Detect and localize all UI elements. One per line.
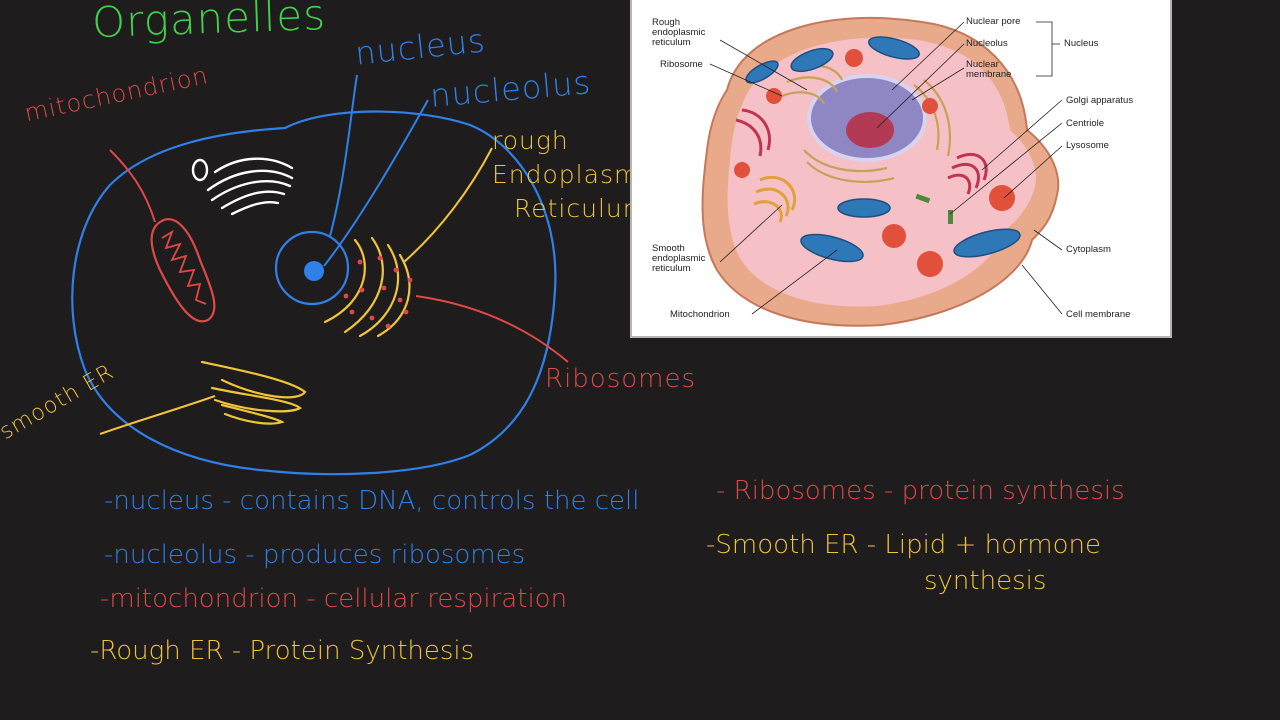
ref-label-centriole: Centriole — [1066, 118, 1105, 129]
note-smooth-er-cont: synthesis — [924, 566, 1047, 596]
reference-cell-illustration — [701, 16, 1063, 327]
label-rough-er-line1: rough — [492, 126, 569, 155]
rough-er-sketch — [323, 236, 411, 338]
label-rough-er-line3: Reticulum — [514, 194, 649, 223]
note-nucleus: -nucleus - contains DNA, controls the ce… — [104, 486, 640, 516]
golgi-sketch — [191, 157, 294, 216]
nucleolus-sketch — [304, 261, 324, 281]
ref-label-nucleus: Nucleus — [1064, 38, 1099, 49]
ref-label-nucleolus: Nucleolus — [966, 38, 1008, 49]
cell-membrane-sketch — [71, 110, 557, 476]
nucleolus-pointer — [323, 99, 429, 267]
rough-er-pointer — [403, 147, 493, 263]
reference-cell-diagram: Rough endoplasmic reticulum Ribosome Smo… — [632, 0, 1170, 336]
smooth-er-pointer — [99, 395, 216, 435]
ref-label-ribosome: Ribosome — [660, 59, 703, 70]
nucleus-sketch — [274, 230, 350, 306]
mitochondrion-pointer — [109, 149, 156, 223]
ribosome-dots-sketch — [343, 255, 413, 329]
mitochondrion-cristae — [161, 229, 207, 305]
ref-label-golgi: Golgi apparatus — [1066, 95, 1134, 106]
ref-label-nuclear-membrane: Nuclear membrane — [966, 59, 1012, 80]
ref-label-cell-membrane: Cell membrane — [1066, 309, 1131, 320]
page-title: Organelles — [91, 0, 327, 48]
ref-label-lysosome: Lysosome — [1066, 140, 1109, 151]
note-smooth-er: -Smooth ER - Lipid + hormone — [706, 530, 1101, 560]
note-ribosomes: - Ribosomes - protein synthesis — [716, 476, 1125, 506]
ribosomes-pointer — [415, 295, 569, 363]
note-nucleolus: -nucleolus - produces ribosomes — [104, 540, 526, 570]
ref-label-rough-er: Rough endoplasmic reticulum — [652, 17, 706, 48]
mitochondrion-sketch — [150, 218, 216, 323]
smooth-er-sketch — [200, 360, 307, 425]
ref-label-cytoplasm: Cytoplasm — [1066, 244, 1111, 255]
nucleus-pointer — [329, 74, 358, 237]
label-ribosomes: Ribosomes — [545, 364, 697, 394]
ref-label-nuclear-pore: Nuclear pore — [966, 16, 1021, 27]
note-rough-er: -Rough ER - Protein Synthesis — [90, 636, 475, 666]
ref-label-mitochondrion: Mitochondrion — [670, 309, 730, 320]
ref-label-smooth-er: Smooth endoplasmic reticulum — [652, 243, 706, 274]
note-mitochondrion: -mitochondrion - cellular respiration — [100, 584, 568, 614]
